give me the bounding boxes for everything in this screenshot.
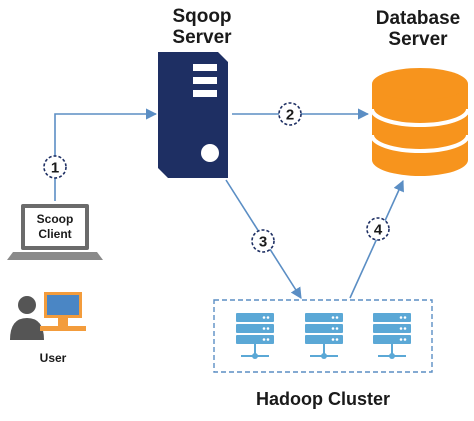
step-3-label: 3	[259, 234, 267, 251]
sqoop-server-label-line1: Sqoop	[172, 6, 231, 27]
step-4-badge: 4	[366, 217, 390, 241]
database-server-label-line1: Database	[376, 8, 461, 29]
step-1-label: 1	[51, 160, 59, 177]
user-icon	[10, 292, 86, 340]
server-icon	[158, 52, 228, 178]
user-label: User	[40, 351, 67, 365]
step-3-badge: 3	[251, 229, 275, 253]
client-label-line2: Client	[38, 227, 71, 241]
step-4-label: 4	[374, 222, 383, 239]
laptop-icon	[7, 204, 103, 260]
arrow-client-to-server	[54, 108, 158, 201]
step-2-badge: 2	[278, 102, 302, 126]
database-server-label-line2: Server	[388, 29, 448, 50]
hadoop-node-icon	[236, 313, 274, 359]
hadoop-cluster-box	[213, 299, 433, 373]
hadoop-node-icon	[305, 313, 343, 359]
database-icon	[370, 68, 470, 176]
hadoop-cluster-label: Hadoop Cluster	[256, 389, 390, 409]
client-label-line1: Scoop	[37, 212, 74, 226]
step-1-badge: 1	[43, 155, 67, 179]
sqoop-server-label-line2: Server	[172, 27, 232, 48]
step-2-label: 2	[286, 107, 294, 124]
hadoop-node-icon	[373, 313, 411, 359]
